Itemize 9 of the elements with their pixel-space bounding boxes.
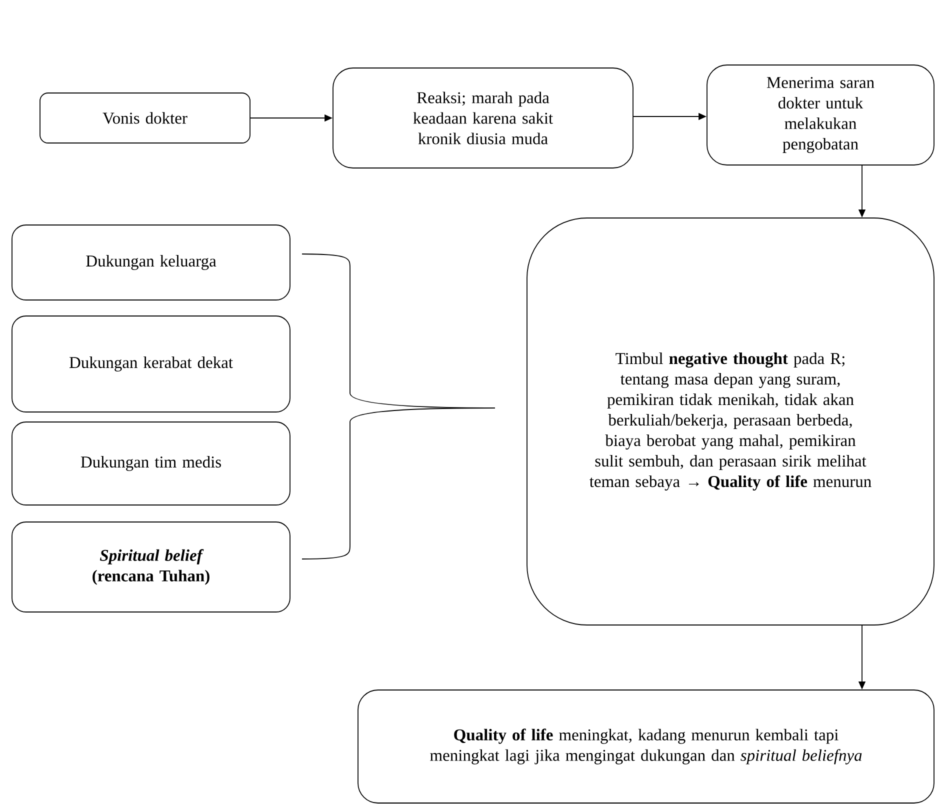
- process-box: Spiritual belief (rencana Tuhan): [12, 522, 290, 612]
- process-box: Dukungan tim medis: [12, 422, 290, 506]
- process-box: Dukungan keluarga: [12, 224, 290, 300]
- process-box: Dukungan kerabat dekat: [12, 316, 290, 412]
- process-box: Quality of life meningkat, kadang menurun kembali tapi meningkat lagi jika mengingat dukungan dan spiritual beliefnya: [358, 690, 934, 804]
- process-box: Reaksi; marah pada keadaan karena sakit kronik diusia muda: [332, 68, 634, 168]
- process-box: Vonis dokter: [40, 92, 250, 144]
- process-box: Menerima saran dokter untuk melakukan pengobatan: [706, 64, 934, 166]
- process-box: Timbul negative thought pada R; tentang masa depan yang suram, pemikiran tidak menikah, tidak akan berkuliah/bekerja, perasaan berbeda, biaya berobat yang mahal, pemikiran sulit sembuh, dan perasaan sirik melihat teman sebaya → Quality of life menurun: [526, 218, 934, 626]
